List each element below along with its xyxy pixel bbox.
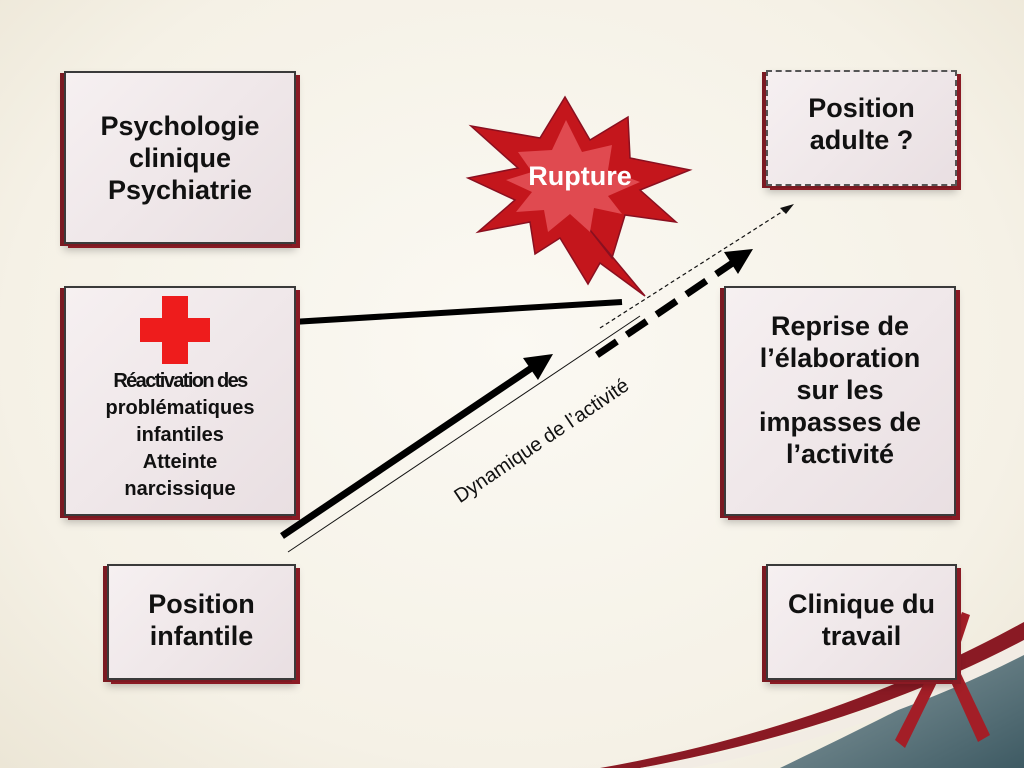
regression-left-arrow-shaft: [275, 299, 623, 326]
position-adulte-box: Position adulte ?: [766, 70, 957, 186]
clinique-travail-line-2: travail: [821, 621, 902, 651]
position-adulte-line-2: adulte ?: [809, 125, 914, 155]
clinique-travail-box: Clinique du travail: [766, 564, 957, 680]
position-infantile-line-1: Position: [148, 589, 255, 619]
red-cross-icon: [140, 296, 210, 364]
dynamic-up-arrow-shaft: [280, 364, 535, 539]
adult-path-dashed-line: [599, 207, 789, 329]
reprise-line-5: l’activité: [785, 439, 895, 469]
reprise-line-4: impasses de: [758, 407, 922, 437]
psychologie-line-3: Psychiatrie: [107, 174, 253, 205]
activity-axis-line: [287, 315, 641, 553]
psychologie-line-1: Psychologie: [100, 110, 260, 141]
psychologie-box: Psychologie clinique Psychiatrie: [64, 71, 296, 244]
reprise-box: Reprise de l’élaboration sur les impasse…: [724, 286, 956, 516]
reprise-line-3: sur les: [796, 375, 884, 405]
reactivation-box: Réactivation des problématiques infantil…: [64, 286, 296, 516]
reactivation-line-4: Atteinte: [142, 451, 218, 473]
position-infantile-box: Position infantile: [107, 564, 296, 680]
reprise-line-1: Reprise de: [770, 311, 910, 341]
reactivation-line-3: infantiles: [136, 424, 224, 446]
resumption-dashed-arrowhead: [724, 249, 753, 274]
ribbon-teal-band: [780, 640, 1024, 768]
psychologie-line-2: clinique: [128, 142, 231, 173]
reactivation-line-1: Réactivation des: [113, 370, 248, 392]
reactivation-line-2: problématiques: [105, 397, 255, 419]
burst-inner: [506, 120, 640, 232]
reactivation-line-5: narcissique: [124, 478, 236, 500]
resumption-dashed-arrow-shaft: [595, 259, 736, 358]
position-adulte-line-1: Position: [808, 93, 915, 123]
position-infantile-line-2: infantile: [149, 621, 254, 651]
clinique-travail-line-1: Clinique du: [788, 589, 935, 619]
dynamic-up-arrowhead: [523, 354, 553, 380]
adult-path-arrowhead: [780, 204, 794, 214]
rupture-label: Rupture: [528, 161, 632, 191]
reprise-line-2: l’élaboration: [759, 343, 921, 373]
